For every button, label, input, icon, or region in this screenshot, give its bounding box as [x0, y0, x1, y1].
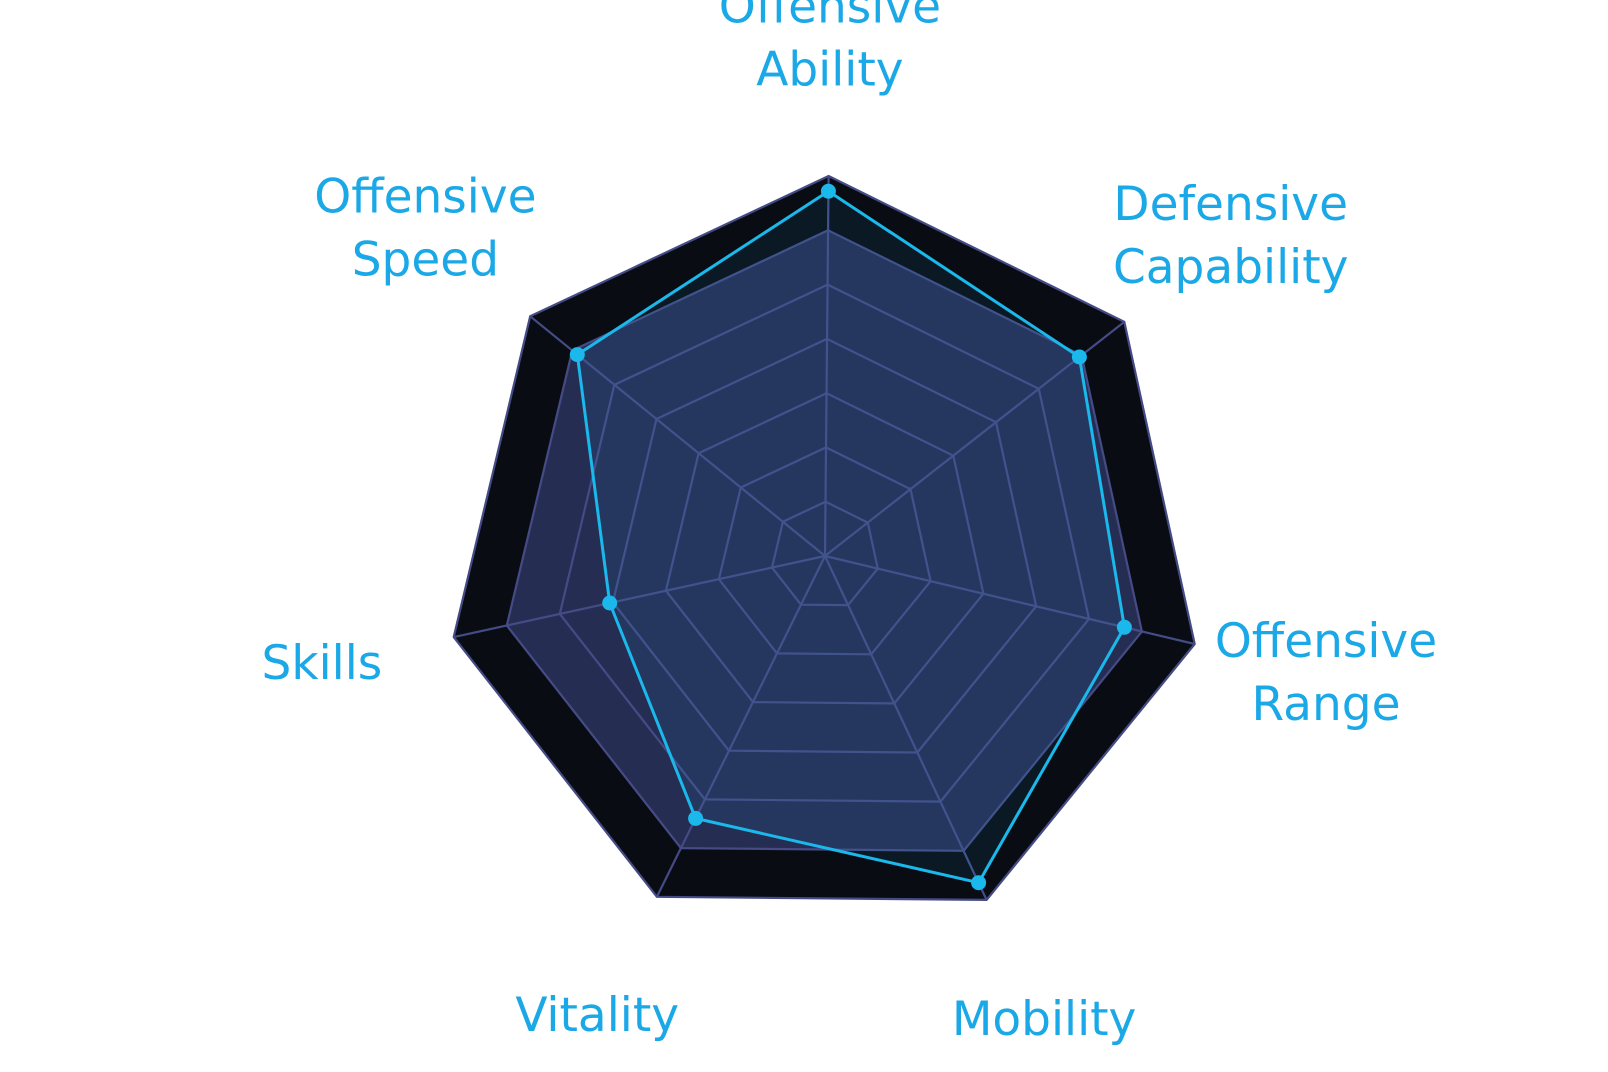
axis-label-line: Mobility — [952, 992, 1137, 1047]
axis-label-line: Vitality — [515, 987, 679, 1042]
radar-spoke — [655, 555, 826, 898]
radar-grid-ring — [770, 500, 879, 607]
radar-data-point — [569, 347, 585, 363]
axis-label-line: Speed — [352, 232, 499, 287]
axis-label-line: Offensive — [314, 169, 536, 224]
radar-spoke — [824, 554, 1195, 646]
axis-label: Mobility — [952, 992, 1137, 1047]
axis-label-line: Offensive — [1215, 613, 1437, 668]
axis-label: Vitality — [515, 987, 679, 1042]
radar-data-point — [820, 183, 836, 199]
radar-grid-ring — [452, 174, 1196, 902]
radar-grid-ring — [505, 229, 1144, 852]
axis-label-line: Offensive — [719, 0, 941, 34]
radar-grid-ring — [664, 392, 985, 705]
radar-data-point — [1071, 349, 1087, 365]
radar-grid-ring — [611, 337, 1038, 754]
radar-spoke — [453, 554, 826, 639]
radar-series — [569, 183, 1132, 891]
radar-series-line — [575, 189, 1126, 885]
axis-label-line: Capability — [1113, 240, 1349, 295]
axis-label: Skills — [262, 635, 383, 690]
axis-label-line: Ability — [756, 42, 903, 97]
axis-label-line: Defensive — [1113, 177, 1348, 232]
radar-data-point — [1116, 619, 1132, 635]
radar-data-point — [688, 810, 704, 826]
radar-data-point — [971, 875, 987, 891]
axis-label-line: Range — [1252, 676, 1401, 731]
radar-data-point — [602, 595, 618, 611]
axis-label-line: Skills — [262, 635, 383, 690]
radar-grid-ring — [558, 283, 1091, 803]
radar-grid — [452, 174, 1196, 902]
radar-spoke — [823, 175, 830, 557]
radar-grid-ring — [717, 446, 932, 656]
radar-spoke — [824, 555, 988, 901]
